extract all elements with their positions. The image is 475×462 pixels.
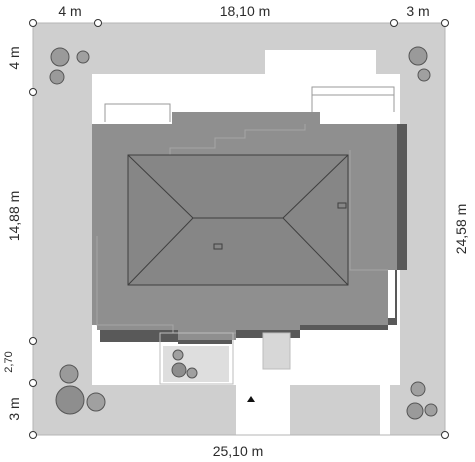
tree-icon [417, 68, 431, 82]
dim-top-middle: 18,10 m [220, 3, 271, 19]
tree-icon [410, 381, 426, 397]
dim-right: 24,58 m [453, 204, 469, 255]
tree-icon [406, 402, 424, 420]
tree-icon [50, 47, 70, 67]
dim-top-right: 3 m [406, 3, 429, 19]
tree-icon [55, 385, 85, 415]
tree-icon [171, 362, 187, 378]
dim-bottom: 25,10 m [213, 443, 264, 459]
chimney [213, 243, 223, 250]
dim-left-middle: 14,88 m [6, 191, 22, 242]
dim-left-top: 4 m [6, 46, 22, 69]
dim-left-small: 2,70 [3, 351, 15, 372]
tree-icon [49, 69, 65, 85]
trees [49, 46, 438, 420]
entrance-canopy [262, 332, 291, 370]
tree-icon [424, 403, 438, 417]
roof [127, 154, 349, 286]
tree-icon [59, 364, 79, 384]
tree-icon [86, 392, 106, 412]
tree-icon [76, 50, 90, 64]
tree-icon [186, 367, 198, 379]
dim-top-left: 4 m [58, 3, 81, 19]
dim-left-bottom: 3 m [6, 397, 22, 420]
entrance-arrow-icon [247, 396, 255, 402]
tree-icon [408, 46, 428, 66]
tree-icon [172, 349, 184, 361]
dimension-markers [29, 19, 449, 439]
roof-vent [337, 202, 347, 209]
terrace-outlines [104, 86, 395, 122]
